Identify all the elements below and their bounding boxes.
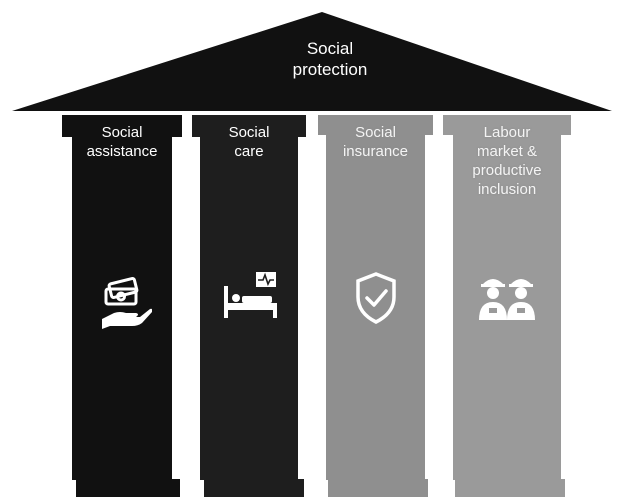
roof-title-line2: protection [292, 60, 368, 79]
pillar-label-line: insurance [342, 143, 409, 160]
pillar-label-line: assistance [86, 143, 158, 160]
pillar-label-line: market & [476, 143, 537, 160]
pillar-social-assistance: Social assistance [62, 115, 182, 497]
cash-in-hand-icon [102, 276, 152, 329]
pillar-label: Social assistance [62, 123, 182, 161]
pillar-label-line: Social [101, 124, 143, 141]
pillar-label-line: Social [355, 124, 396, 141]
pillar-label: Social insurance [318, 123, 433, 161]
workers-icon [479, 279, 535, 320]
pillar-social-insurance: Social insurance [318, 115, 433, 497]
pillar-label: Labour market & productive inclusion [443, 123, 571, 199]
pillar-label-line: care [234, 143, 264, 160]
shield-check-icon [356, 272, 396, 324]
pillar-shape [443, 115, 571, 497]
hospital-bed-icon [224, 272, 277, 318]
pillar-shape [62, 115, 182, 497]
roof [12, 12, 612, 111]
pillar-labour-market: Labour market & productive inclusion [443, 115, 571, 497]
pillar-label-line: inclusion [477, 181, 537, 198]
pillar-label: Social care [192, 123, 306, 161]
roof-title-line1: Social [306, 39, 354, 58]
roof-shape [12, 12, 612, 111]
pillar-social-care: Social care [192, 115, 306, 497]
pillar-label-line: Labour [483, 124, 531, 141]
pillar-label-line: productive [472, 162, 542, 179]
pillar-label-line: Social [228, 124, 270, 141]
pillar-shape [318, 115, 433, 497]
roof-title: Social protection [230, 38, 430, 80]
